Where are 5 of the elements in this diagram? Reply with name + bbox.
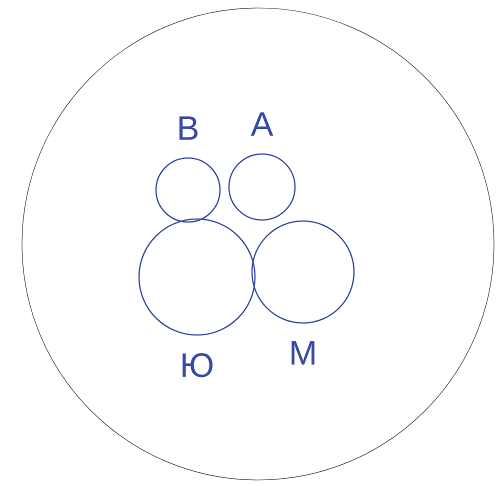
node-label: В [179,116,198,140]
node-label: А [250,112,274,136]
node-label: Ю [182,353,213,378]
outer-circle [22,8,494,480]
node-label: М [292,341,314,365]
